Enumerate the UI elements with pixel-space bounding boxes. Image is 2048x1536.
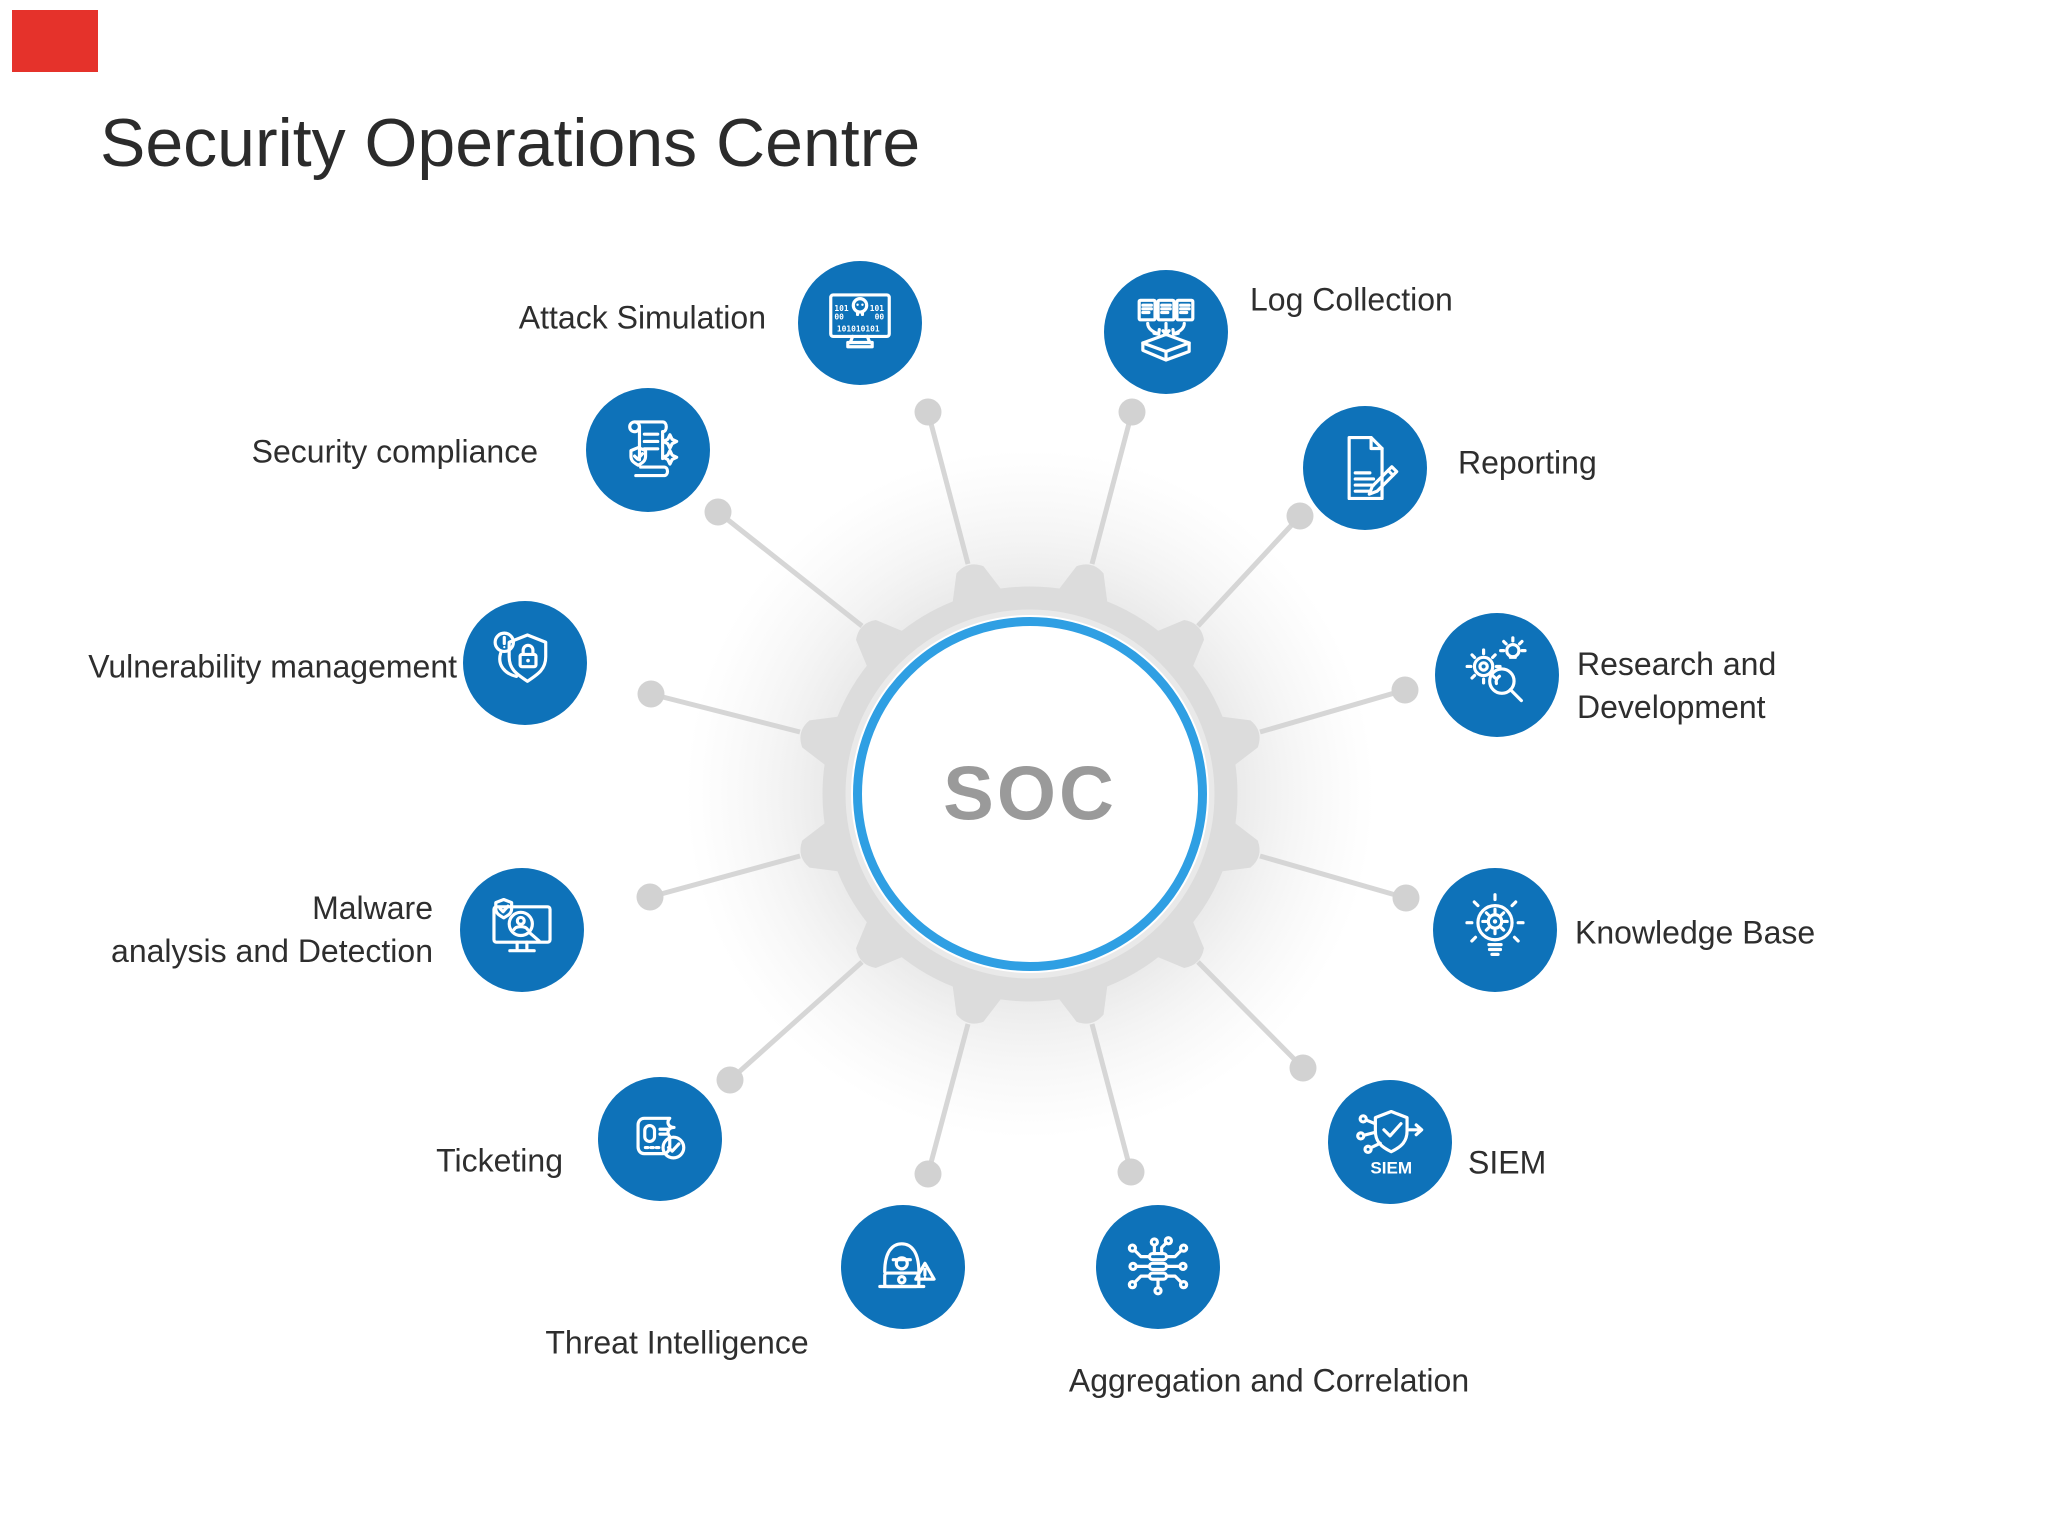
bulb-gear-icon: [1465, 893, 1525, 956]
svg-text:101010101: 101010101: [837, 325, 880, 334]
document-pencil-icon: [1347, 435, 1399, 501]
security-compliance-label: Security compliance: [251, 433, 538, 470]
siem-node: SIEM: [1328, 1080, 1452, 1204]
spoke-lines: [649, 411, 1407, 1175]
aggregation-correlation-node: [1096, 1205, 1220, 1329]
spoke-dots: [636, 398, 1420, 1188]
hacker-laptop-warning-icon: [878, 1242, 936, 1289]
attack-simulation-label: Attack Simulation: [518, 299, 766, 336]
shield-lock-alert-icon: [493, 631, 548, 683]
malware-analysis-node: [460, 868, 584, 992]
ticket-check-icon: [636, 1116, 686, 1160]
svg-text:00: 00: [875, 312, 885, 321]
aggregation-correlation-label: Aggregation and Correlation: [1068, 1362, 1470, 1399]
compliance-scroll-stars-icon: [628, 420, 679, 478]
gear-magnifier-bulb-icon: [1465, 636, 1527, 703]
knowledge-base-label: Knowledge Base: [1575, 914, 1816, 951]
nodes-aggregation-icon: [1127, 1236, 1189, 1296]
siem-shield-arrow-icon: SIEM: [1356, 1109, 1424, 1178]
research-development-node: [1435, 613, 1559, 737]
documents-into-tray-icon: [1137, 298, 1195, 362]
threat-intelligence-node: [841, 1205, 965, 1329]
svg-text:SIEM: SIEM: [1370, 1159, 1412, 1178]
vulnerability-management-node: [463, 601, 587, 725]
research-development-label: Research and Development: [1577, 646, 1777, 725]
svg-text:101: 101: [870, 304, 885, 313]
reporting-node: [1303, 406, 1427, 530]
svg-text:00: 00: [834, 312, 844, 321]
gear-ring: [822, 586, 1238, 1002]
siem-label: SIEM: [1468, 1144, 1547, 1181]
svg-text:101: 101: [834, 304, 849, 313]
malware-scan-monitor-icon: [492, 897, 552, 953]
knowledge-base-node: [1433, 868, 1557, 992]
monitor-skull-binary-icon: 101 101 00 00 101010101: [829, 293, 891, 349]
page-title: Security Operations Centre: [100, 105, 921, 181]
soc-center-label: SOC: [943, 751, 1117, 837]
center-blue-ring: [853, 617, 1207, 971]
ticketing-node: [598, 1077, 722, 1201]
malware-analysis-label: Malware analysis and Detection: [111, 890, 433, 969]
red-marker: [12, 10, 98, 72]
log-collection-label: Log Collection: [1250, 281, 1453, 318]
attack-simulation-node: 101 101 00 00 101010101: [798, 261, 922, 385]
ticketing-label: Ticketing: [436, 1142, 563, 1179]
reporting-label: Reporting: [1458, 444, 1597, 481]
security-compliance-node: [586, 388, 710, 512]
threat-intelligence-label: Threat Intelligence: [545, 1324, 809, 1361]
log-collection-node: [1104, 270, 1228, 394]
vulnerability-management-label: Vulnerability management: [88, 648, 457, 685]
